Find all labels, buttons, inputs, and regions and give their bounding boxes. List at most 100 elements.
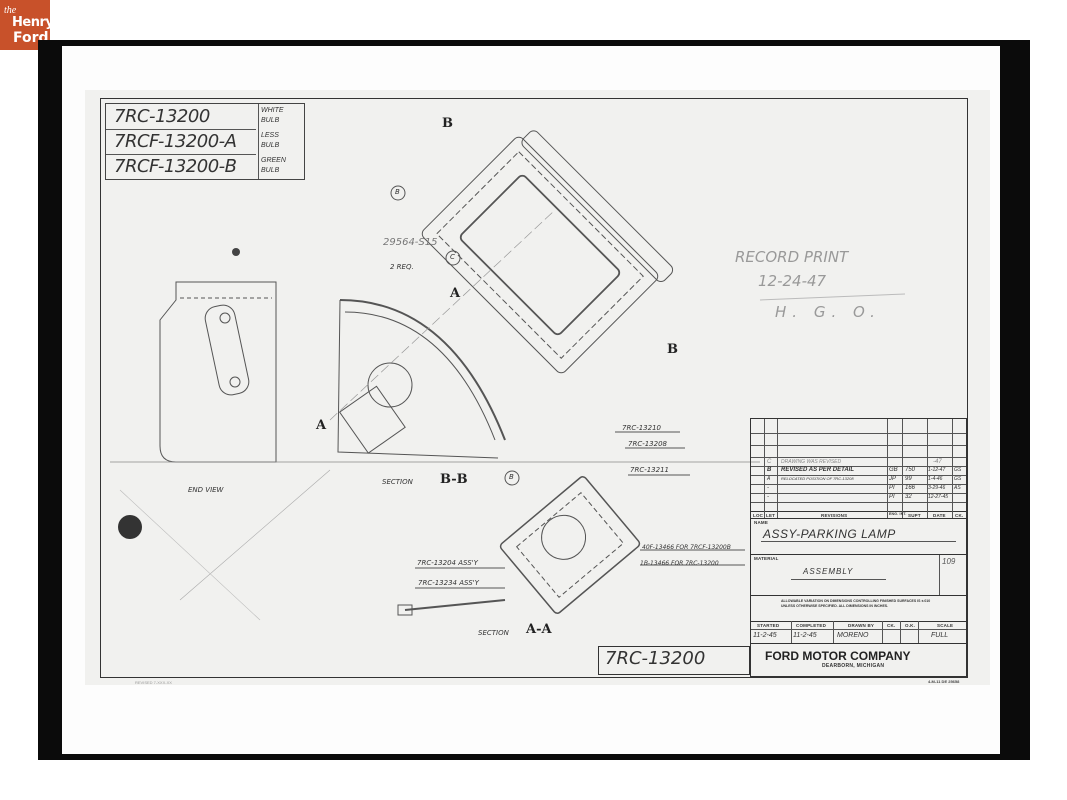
screw-part-number: 29564-S15 (383, 237, 438, 248)
logo-the: the (4, 5, 17, 16)
part-row: 7RC-13200 (106, 104, 256, 130)
form-number: 4-M-11 DE 25658 (928, 679, 960, 684)
margin-note: REVISED 7-XXX-XX (135, 680, 172, 685)
part-number: 7RCF-13200-B (114, 156, 237, 177)
grid-line (751, 502, 966, 503)
completed-date: 11-2-45 (793, 632, 817, 639)
callout-13466-b: 1B-13466 FOR 7RC-13200 (640, 560, 719, 567)
header-ck: CK. (887, 623, 896, 628)
header-eng: ENG. INT. (889, 512, 907, 516)
section-bb-label: B-B (440, 472, 468, 487)
part-number-table: 7RC-13200 7RCF-13200-A 7RCF-13200-B WHIT… (105, 103, 305, 180)
callout-13211: 7RC-13211 (630, 466, 669, 474)
rev-date: 1-4-46 (928, 476, 943, 482)
desc-line: BULB (261, 167, 280, 174)
header-revisions: REVISIONS (821, 513, 848, 518)
underline (791, 579, 886, 580)
started-date: 11-2-45 (753, 632, 777, 639)
grid-vline (902, 419, 903, 518)
circle-callout-c: C (450, 253, 455, 261)
record-print-text: RECORD PRINT (735, 248, 849, 266)
rev-chg: GB (889, 467, 898, 473)
header-let: LET (766, 513, 776, 518)
part-number: 7RC-13200 (114, 106, 210, 127)
material-label: MATERIAL (754, 556, 779, 561)
desc-line: BULB (261, 142, 280, 149)
grid-line (751, 518, 966, 519)
header-ck: CK. (955, 513, 964, 518)
underline (761, 541, 956, 542)
rev-text: RELOCATED POSITION OF 7RC-13208 (781, 476, 854, 481)
rev-supt: 166 (905, 485, 916, 491)
section-arrow-b-top: B (442, 116, 453, 131)
grid-vline (952, 419, 953, 518)
record-print-date: 12-24-47 (758, 272, 827, 290)
header-ok: O.K. (905, 623, 916, 628)
drawn-by-value: MORENO (837, 632, 869, 639)
callout-13210: 7RC-13210 (622, 424, 661, 432)
rev-letter: C (767, 459, 772, 465)
rev-text: REVISED AS PER DETAIL (781, 467, 855, 473)
title-block: C DRAWING WAS REVISED -47 B REVISED AS P… (750, 418, 967, 677)
section-arrow-b-bottom: B (667, 342, 678, 357)
grid-line (751, 629, 966, 630)
grid-line (751, 475, 966, 476)
material-value: ASSEMBLY (803, 567, 854, 576)
grid-vline (900, 621, 901, 643)
rev-date: 12-27-45 (928, 494, 949, 500)
part-row: 7RCF-13200-B (106, 154, 256, 179)
rev-supt: 99 (905, 476, 912, 482)
section-aa-prefix: SECTION (478, 629, 509, 637)
grid-line (751, 466, 966, 467)
rev-chg: JP (889, 476, 897, 482)
section-aa-label: A-A (526, 622, 552, 637)
grid-vline (882, 621, 883, 643)
grid-vline (833, 621, 834, 643)
grid-line (751, 484, 966, 485)
record-print-initials: H. G. O. (775, 303, 881, 321)
callout-13234-assy: 7RC-13234 ASS'Y (418, 579, 479, 587)
rev-chg: PI (889, 485, 895, 491)
header-completed: COMPLETED (796, 623, 827, 628)
drawing-number: 7RC-13200 (605, 648, 706, 669)
grid-line (751, 493, 966, 494)
part-number: 7RCF-13200-A (114, 131, 237, 152)
henry-ford-logo: the Henry Ford (0, 0, 54, 50)
drawing-border (100, 98, 968, 678)
header-started: STARTED (757, 623, 780, 628)
grid-line (751, 595, 966, 596)
rev-ck: AS (954, 485, 961, 491)
scale-value: FULL (931, 632, 949, 639)
name-label: NAME (754, 520, 769, 525)
grid-line (751, 511, 966, 512)
callout-13204-assy: 7RC-13204 ASS'Y (417, 559, 478, 567)
grid-line (751, 621, 966, 622)
table-divider (258, 104, 259, 179)
header-scale: SCALE (937, 623, 954, 628)
logo-henry: Henry (12, 15, 54, 30)
desc-line: LESS (261, 132, 279, 139)
weight-value: 109 (942, 557, 956, 566)
grid-line (751, 554, 966, 555)
callout-13208: 7RC-13208 (628, 440, 667, 448)
rev-letter: - (767, 485, 769, 491)
rev-ck: GS (954, 476, 962, 482)
rev-supt: 32 (905, 494, 912, 500)
grid-vline (918, 621, 919, 643)
circle-callout-b: B (395, 188, 400, 196)
drawing-name: ASSY-PARKING LAMP (763, 527, 896, 541)
end-view-label: END VIEW (188, 486, 224, 494)
header-supt: SUPT (908, 513, 921, 518)
grid-line (751, 457, 966, 458)
rev-ck: GS (954, 467, 962, 473)
header-loc: LOC (753, 513, 764, 518)
header-drawn-by: DRAWN BY (848, 623, 875, 628)
desc-line: WHITE (261, 107, 284, 114)
tolerance-note: ALLOWABLE VARIATION ON DIMENSIONS CONTRO… (781, 599, 931, 608)
rev-date: 3-29-46 (928, 485, 946, 491)
rev-letter: A (767, 476, 771, 482)
rev-chg: PI (889, 494, 895, 500)
